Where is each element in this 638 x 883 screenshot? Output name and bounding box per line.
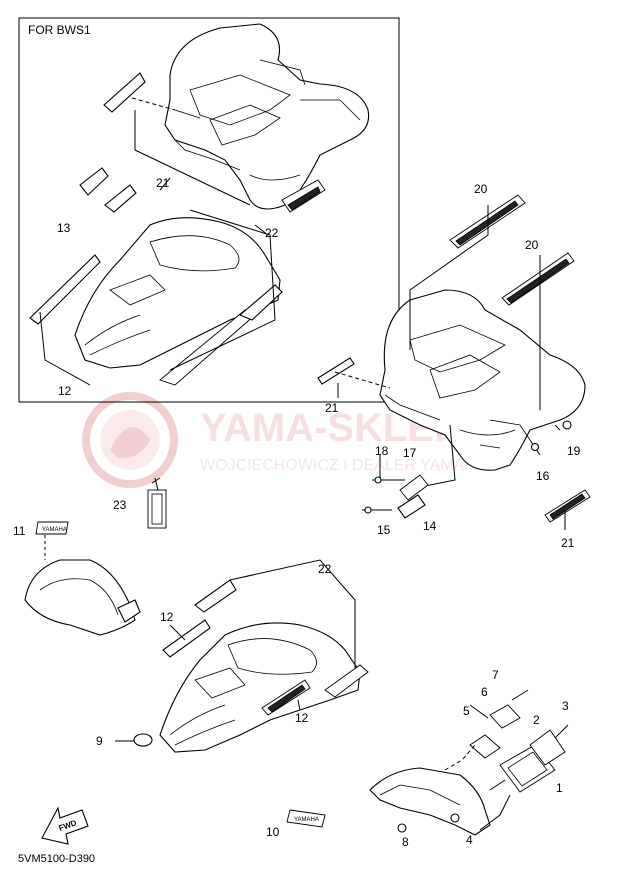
decal-21-side xyxy=(544,489,591,523)
inset-front-fender xyxy=(29,167,283,386)
part-23-tag xyxy=(147,477,167,529)
callout-10: 10 xyxy=(266,825,280,839)
callout-17: 17 xyxy=(403,446,417,460)
callout-14: 14 xyxy=(423,519,437,533)
inset-bracket-21 xyxy=(134,110,251,206)
callout-21-rear: 21 xyxy=(325,401,339,415)
inset-title: FOR BWS1 xyxy=(28,23,91,37)
rear-leaders xyxy=(334,205,566,530)
decal-10-yamaha: YAMAHA xyxy=(286,809,326,828)
callout-13: 13 xyxy=(57,221,71,235)
callout-21-side: 21 xyxy=(561,536,575,550)
callout-12-upper: 12 xyxy=(160,610,174,624)
inset-bracket-22 xyxy=(39,209,276,386)
callout-20-lower: 20 xyxy=(525,238,539,252)
callout-21-inset: 21 xyxy=(156,176,170,190)
callout-3: 3 xyxy=(562,699,569,713)
tank-cover-11 xyxy=(24,535,141,636)
callout-5: 5 xyxy=(463,704,470,718)
callout-16: 16 xyxy=(536,469,550,483)
inset-frame: FOR BWS1 xyxy=(18,17,400,403)
callout-2: 2 xyxy=(533,713,540,727)
callout-22-main: 22 xyxy=(318,562,332,576)
callout-23: 23 xyxy=(113,498,127,512)
callout-1: 1 xyxy=(556,781,563,795)
fwd-arrow-icon: FWD xyxy=(41,806,89,845)
callout-18: 18 xyxy=(375,444,389,458)
watermark: YAMA-SKLEP.PL WOJCIECHOWICZ I DEALER YAM… xyxy=(82,392,518,488)
reflector-leaders xyxy=(444,704,511,831)
callout-6: 6 xyxy=(481,685,488,699)
callout-7: 7 xyxy=(492,668,499,682)
diagram-code: 5VM5100-D390 xyxy=(18,853,95,865)
front-leaders xyxy=(115,559,356,747)
reflector-assembly xyxy=(369,689,569,836)
front-fender xyxy=(159,579,369,753)
decal-20-lower xyxy=(501,252,575,306)
inset-rear-fender xyxy=(103,23,370,213)
callout-12-lower: 12 xyxy=(295,711,309,725)
callout-11: 11 xyxy=(13,524,26,538)
rear-fasteners xyxy=(362,420,572,519)
callouts: 1 2 3 4 5 6 7 8 9 10 11 12 12 12 13 14 1… xyxy=(13,176,581,849)
decal-21-rear xyxy=(317,357,355,385)
callout-8: 8 xyxy=(402,835,409,849)
callout-12-inset: 12 xyxy=(58,384,72,398)
watermark-subline: WOJCIECHOWICZ I DEALER YAMAHA xyxy=(200,457,487,474)
callout-4: 4 xyxy=(466,833,473,847)
decal-11-text: YAMAHA xyxy=(42,527,67,533)
callout-15: 15 xyxy=(377,523,391,537)
callout-19: 19 xyxy=(567,444,581,458)
decal-10-text: YAMAHA xyxy=(294,817,319,823)
decal-11-yamaha: YAMAHA xyxy=(35,521,69,535)
callout-9: 9 xyxy=(96,734,103,748)
callout-20-upper: 20 xyxy=(474,182,488,196)
callout-22-inset: 22 xyxy=(265,226,279,240)
